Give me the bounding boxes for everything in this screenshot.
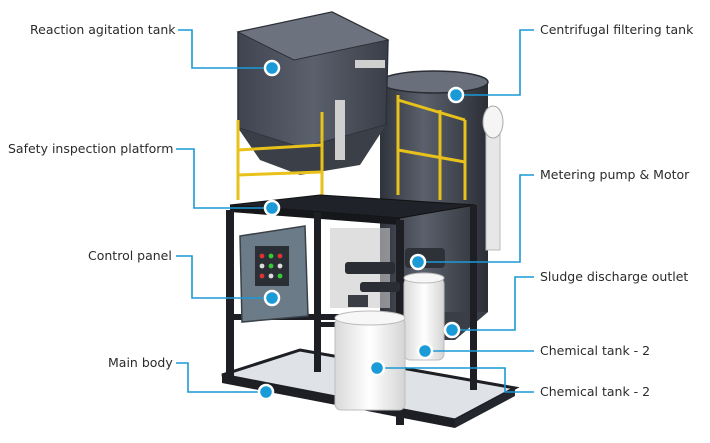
marker-chemical-tank-upper (416, 342, 434, 360)
callout-line-main-body (176, 362, 266, 393)
callout-line-chemical-tank-lower (377, 367, 534, 393)
callout-line-safety-inspection-platform (176, 148, 272, 209)
marker-metering-pump-motor (409, 253, 427, 271)
label-main-body: Main body (108, 355, 173, 370)
marker-safety-inspection-platform (263, 199, 281, 217)
marker-chemical-tank-lower (368, 359, 386, 377)
marker-sludge-discharge-outlet (443, 321, 461, 339)
callout-line-sludge-discharge-outlet (452, 276, 534, 331)
metering-pump-assembly (330, 228, 445, 308)
callout-line-reaction-agitation-tank (178, 29, 272, 69)
label-safety-inspection-platform: Safety inspection platform (8, 141, 174, 156)
label-reaction-agitation-tank: Reaction agitation tank (30, 22, 176, 37)
marker-centrifugal-filtering-tank (447, 86, 465, 104)
label-chemical-tank-lower: Chemical tank - 2 (540, 384, 651, 399)
callout-line-centrifugal-filtering-tank (456, 29, 534, 96)
label-chemical-tank-upper: Chemical tank - 2 (540, 343, 651, 358)
callout-lines (176, 29, 534, 393)
marker-control-panel (263, 289, 281, 307)
label-sludge-discharge-outlet: Sludge discharge outlet (540, 269, 689, 284)
callout-line-control-panel (176, 255, 272, 299)
control-panel-box (239, 225, 309, 323)
label-metering-pump-motor: Metering pump & Motor (540, 167, 690, 182)
label-control-panel: Control panel (88, 248, 172, 263)
marker-main-body (257, 383, 275, 401)
marker-reaction-agitation-tank (263, 59, 281, 77)
safety-railing (236, 95, 467, 205)
label-centrifugal-filtering-tank: Centrifugal filtering tank (540, 22, 694, 37)
reaction-agitation-tank (236, 11, 390, 175)
callout-line-metering-pump-motor (418, 174, 534, 263)
callout-markers (257, 59, 465, 401)
